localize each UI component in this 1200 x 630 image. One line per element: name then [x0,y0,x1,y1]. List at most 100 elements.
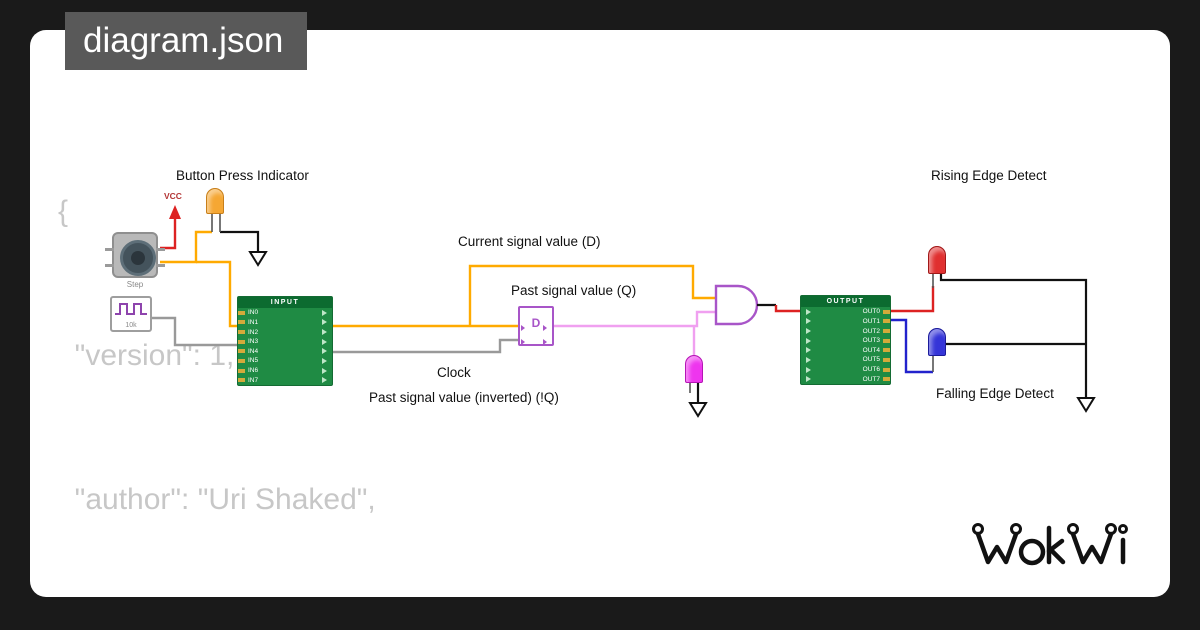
output-board-title: OUTPUT [801,296,890,307]
blue-led[interactable] [928,328,946,356]
board-pin-row: IN6 [238,366,332,376]
board-pin-row: IN2 [238,327,332,337]
buffer-triangle-icon [322,357,327,364]
wire-button-to-input-board [196,260,238,328]
pin-pad [883,319,890,324]
pushbutton-leg [105,264,114,267]
and-gate[interactable] [714,284,759,326]
pin-pad [238,378,245,383]
buffer-triangle-icon [322,309,327,316]
pin-label: IN6 [248,367,259,375]
ground-symbol-magenta-led [688,402,708,418]
pin-label: IN3 [248,338,259,346]
dff-pin-clk [521,339,525,345]
wire-q-to-and-gate [554,310,716,328]
pin-label: OUT5 [862,356,880,364]
wire-current-signal-loop [468,264,716,326]
buffer-triangle-icon [806,376,811,383]
board-pin-row: IN4 [238,347,332,357]
pin-pad [238,358,245,363]
annotation-button-press: Button Press Indicator [176,168,309,183]
pin-pad [883,338,890,343]
buffer-triangle-icon [806,356,811,363]
vcc-symbol-arrowhead [169,205,181,219]
wire-clock-to-dff [333,338,518,354]
d-flip-flop-label: D [531,316,541,330]
yellow-led[interactable] [206,188,224,214]
pin-label: IN5 [248,357,259,365]
pin-pad [238,339,245,344]
buffer-triangle-icon [322,319,327,326]
board-pin-row: OUT2 [801,326,890,336]
pushbutton-cap[interactable] [120,240,156,276]
pushbutton-label: Step [126,280,144,289]
preview-card: { "version": 1, "author": "Uri Shaked", … [30,30,1170,597]
pin-label: OUT2 [862,327,880,335]
d-flip-flop[interactable]: D [518,306,554,346]
filename-label: diagram.json [83,21,284,60]
wire-blue-led-to-ground [939,342,1086,356]
buffer-triangle-icon [806,318,811,325]
board-pin-row: OUT3 [801,336,890,346]
wire-clockgen-to-input-board [152,316,238,347]
clock-frequency-label: 10k [125,322,137,329]
buffer-triangle-icon [806,308,811,315]
buffer-triangle-icon [322,367,327,374]
clock-generator[interactable]: 10k [110,296,152,332]
pin-pad [238,349,245,354]
dff-pin-q [543,325,547,331]
json-line: { [58,195,69,228]
dff-pin-d [521,325,525,331]
wire-vcc-to-button [160,240,177,250]
board-pin-row: OUT7 [801,374,890,384]
buffer-triangle-icon [322,329,327,336]
pin-pad [238,320,245,325]
annotation-past-signal-inverted: Past signal value (inverted) (!Q) [369,390,559,405]
board-pin-row: IN0 [238,308,332,318]
board-pin-row: IN1 [238,318,332,328]
output-board-rows: OUT0 OUT1 OUT2 OUT3 OUT4 OUT5 OUT6 OUT7 [801,307,890,384]
pushbutton-plunger[interactable] [131,251,145,265]
board-pin-row: OUT5 [801,355,890,365]
pushbutton-leg [156,264,165,267]
pin-pad [883,367,890,372]
filename-tab: diagram.json [65,12,308,70]
board-pin-row: OUT0 [801,307,890,317]
buffer-triangle-icon [322,377,327,384]
pin-pad [883,348,890,353]
wire-out1-to-blue-led [891,318,933,374]
pin-label: IN0 [248,309,259,317]
pin-label: OUT4 [862,346,880,354]
input-board[interactable]: INPUT IN0 IN1 IN2 IN3 IN4 IN5 IN6 IN7 [237,296,333,386]
buffer-triangle-icon [806,328,811,335]
output-board[interactable]: OUTPUT OUT0 OUT1 OUT2 OUT3 OUT4 OUT5 OUT… [800,295,891,385]
buffer-triangle-icon [806,366,811,373]
annotation-current-signal: Current signal value (D) [458,234,601,249]
ground-symbol-right [1076,397,1096,413]
annotation-falling-edge: Falling Edge Detect [936,386,1054,401]
pin-label: IN1 [248,318,259,326]
wire-led-to-ground [220,230,260,252]
buffer-triangle-icon [322,348,327,355]
pin-label: OUT0 [862,308,880,316]
pin-pad [883,329,890,334]
input-board-rows: IN0 IN1 IN2 IN3 IN4 IN5 IN6 IN7 [238,308,332,385]
pin-pad [883,357,890,362]
wire-out0-to-red-led [891,286,935,313]
buffer-triangle-icon [806,347,811,354]
red-led[interactable] [928,246,946,274]
magenta-led[interactable] [685,355,703,383]
ground-symbol-button-led [248,251,268,267]
pushbutton[interactable] [105,232,165,278]
pin-pad [238,310,245,315]
wokwi-logo: wokwi [968,516,1160,579]
vcc-label: VCC [164,191,182,201]
wire-red-led-to-ground [939,274,1088,398]
pin-label: OUT6 [862,366,880,374]
annotation-clock: Clock [437,365,471,380]
square-wave-icon [115,303,147,315]
pin-pad [238,368,245,373]
board-pin-row: OUT4 [801,346,890,356]
pushbutton-leg [156,248,165,251]
